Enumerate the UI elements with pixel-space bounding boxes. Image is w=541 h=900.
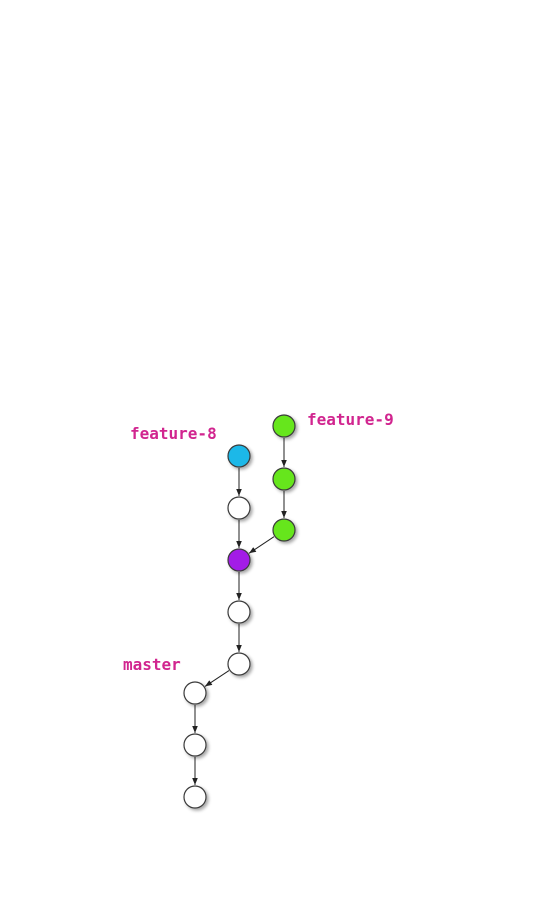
commit-node-merge bbox=[227, 548, 251, 572]
commit-node-m2 bbox=[183, 785, 207, 809]
commit-node-f8-tip bbox=[227, 444, 251, 468]
edge-c7-to-master-tip bbox=[204, 670, 230, 687]
commit-nodes bbox=[183, 414, 296, 809]
commit-node-f9-1 bbox=[272, 467, 296, 491]
commit-node-f9-tip bbox=[272, 414, 296, 438]
commit-node-c7 bbox=[227, 652, 251, 676]
commit-node-c6 bbox=[227, 600, 251, 624]
commit-edges bbox=[192, 438, 287, 785]
branch-label-feature-9: feature-9 bbox=[307, 410, 394, 429]
edge-f9-2-to-merge bbox=[248, 536, 275, 554]
commit-node-m1 bbox=[183, 733, 207, 757]
branch-label-master: master bbox=[123, 655, 181, 674]
commit-node-f9-2 bbox=[272, 518, 296, 542]
branch-label-feature-8: feature-8 bbox=[130, 424, 217, 443]
commit-node-master-tip bbox=[183, 681, 207, 705]
commit-node-f8-1 bbox=[227, 496, 251, 520]
